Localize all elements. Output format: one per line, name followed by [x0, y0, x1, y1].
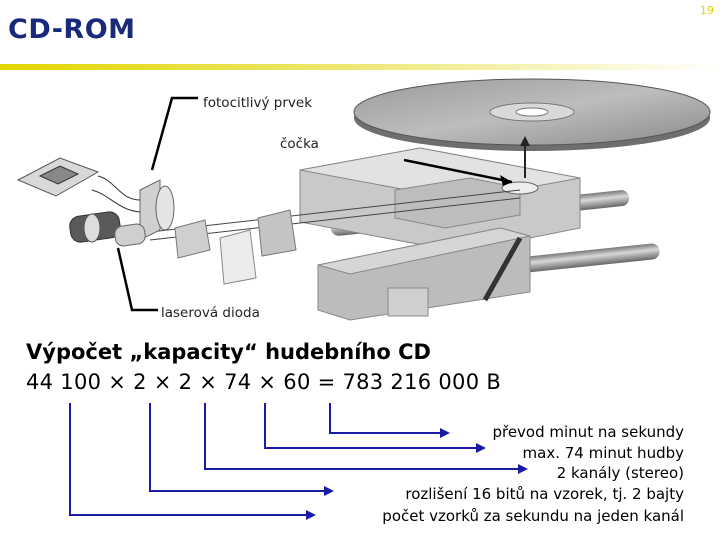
label-laser-diode: laserová dioda	[161, 305, 260, 321]
slide-title: CD-ROM	[8, 14, 136, 45]
page-number: 19	[700, 4, 714, 17]
laser-sled	[299, 147, 581, 321]
label-photosensitive-element: fotocitlivý prvek	[203, 95, 313, 111]
calculation-formula: 44 100 × 2 × 2 × 74 × 60 = 783 216 000 B	[26, 370, 502, 394]
arrow-minutes	[440, 428, 450, 438]
explanation-stereo-channels: 2 kanály (stereo)	[556, 464, 684, 482]
arrow-max-minutes	[476, 443, 486, 453]
calc-connectors	[69, 403, 520, 516]
cd-disc	[353, 78, 711, 151]
calculation-heading: Výpočet „kapacity“ hudebního CD	[26, 340, 431, 364]
label-lens: čočka	[280, 136, 319, 152]
arrow-resolution	[324, 486, 334, 496]
arrow-channels	[518, 464, 528, 474]
laser-beam	[149, 136, 530, 241]
title-rule	[0, 64, 720, 70]
laser-diode	[69, 211, 146, 247]
explanation-sample-resolution: rozlišení 16 bitů na vzorek, tj. 2 bajty	[405, 485, 684, 503]
explanation-max-minutes: max. 74 minut hudby	[522, 444, 684, 462]
explanation-sample-rate: počet vzorků za sekundu na jeden kanál	[382, 507, 684, 525]
callout-lines	[116, 96, 513, 312]
photodetector-chip	[16, 157, 141, 213]
arrow-samples	[306, 510, 316, 520]
explanation-minutes-to-seconds: převod minut na sekundy	[492, 423, 684, 441]
optics	[139, 179, 297, 285]
